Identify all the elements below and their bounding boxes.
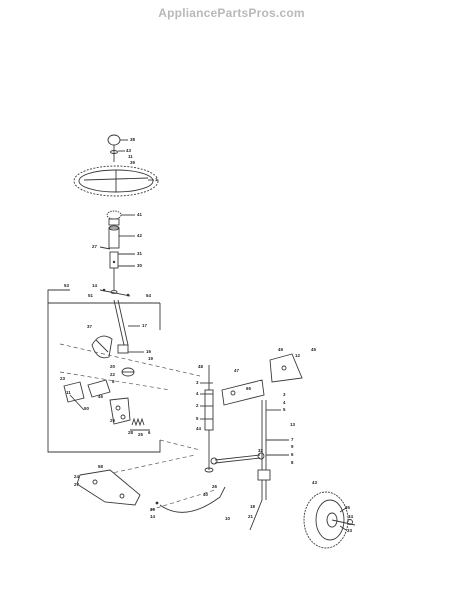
callout-2: 2: [196, 403, 199, 408]
callout-3: 3: [196, 380, 199, 385]
callout-28: 28: [128, 430, 133, 435]
callout-50: 50: [84, 406, 89, 411]
callout-7: 7: [291, 437, 294, 442]
callout-33: 33: [347, 528, 352, 533]
callout-44: 44: [196, 426, 201, 431]
steering-shaft-lower[interactable]: [113, 299, 129, 354]
callout-34: 34: [348, 514, 353, 519]
steering-cap[interactable]: [107, 134, 121, 162]
callout-43: 43: [126, 148, 131, 153]
callout-38: 38: [130, 137, 135, 142]
callout-18: 18: [250, 504, 255, 509]
callout-17: 17: [142, 323, 147, 328]
callout-leaders: [99, 139, 347, 531]
callout-8: 8: [291, 460, 294, 465]
callout-27: 27: [92, 244, 97, 249]
callout-14: 14: [150, 514, 155, 519]
spindle-left[interactable]: [204, 365, 214, 473]
callout-58: 58: [98, 464, 103, 469]
spindle-right[interactable]: [249, 400, 271, 531]
callout-31: 31: [137, 251, 142, 256]
callout-45: 45: [311, 347, 316, 352]
drag-link-bracket[interactable]: [76, 469, 141, 506]
callout-49: 49: [278, 347, 283, 352]
callout-9: 9: [291, 444, 294, 449]
steering-wheel[interactable]: [73, 165, 159, 197]
callout-4: 4: [196, 391, 199, 396]
axle-bracket-right[interactable]: [269, 353, 303, 383]
callout-27: 27: [74, 482, 79, 487]
callout-19: 19: [148, 356, 153, 361]
callout-26: 26: [212, 484, 217, 489]
tie-rod[interactable]: [210, 452, 265, 465]
callout-51: 51: [88, 293, 93, 298]
callout-labels: 38 43 11 39 1 41 42 27 31 30 14 51 54 53…: [60, 137, 353, 533]
sector-gear[interactable]: [91, 335, 113, 359]
steering-bushing[interactable]: [108, 225, 120, 249]
callout-39: 39: [150, 507, 155, 512]
callout-11: 11: [66, 390, 71, 395]
callout-40: 40: [203, 492, 208, 497]
callout-48: 48: [198, 364, 203, 369]
callout-12: 12: [295, 353, 300, 358]
callout-3: 3: [283, 392, 286, 397]
callout-24: 24: [74, 474, 79, 479]
callout-11: 11: [128, 154, 133, 159]
callout-37: 37: [87, 324, 92, 329]
leader-lines: [59, 343, 216, 511]
callout-8: 8: [112, 379, 115, 384]
callout-6: 6: [291, 452, 294, 457]
callout-22: 22: [110, 372, 115, 377]
callout-1: 1: [155, 177, 158, 182]
callout-4: 4: [283, 400, 286, 405]
callout-23: 23: [60, 376, 65, 381]
callout-29: 29: [110, 418, 115, 423]
callout-5: 5: [283, 407, 286, 412]
front-wheel[interactable]: [303, 491, 356, 549]
axle-support[interactable]: [221, 379, 265, 406]
shaft-washer[interactable]: [99, 288, 131, 297]
pinion-assembly[interactable]: [121, 367, 135, 377]
callout-14: 14: [92, 283, 97, 288]
watermark: AppliancePartsPros.com: [158, 6, 305, 20]
callout-41: 41: [137, 212, 142, 217]
mounting-bracket[interactable]: [87, 379, 131, 425]
callout-46: 46: [98, 394, 103, 399]
steering-shaft-upper[interactable]: [109, 251, 119, 290]
callout-21: 21: [248, 514, 253, 519]
callout-13: 13: [290, 422, 295, 427]
callout-6: 6: [148, 430, 151, 435]
callout-20: 20: [110, 364, 115, 369]
callout-65: 65: [246, 386, 251, 391]
callout-10: 10: [225, 516, 230, 521]
spring-washers[interactable]: [130, 417, 150, 431]
callout-54: 54: [146, 293, 151, 298]
steering-arm-left[interactable]: [63, 381, 85, 411]
detail-inset-box: [47, 289, 161, 453]
callout-53: 53: [64, 283, 69, 288]
callout-35: 35: [345, 505, 350, 510]
callout-25: 25: [138, 432, 143, 437]
steering-adapter[interactable]: [106, 210, 122, 226]
callout-39: 39: [130, 160, 135, 165]
callout-47: 47: [234, 368, 239, 373]
callout-16: 16: [146, 349, 151, 354]
callout-30: 30: [137, 263, 142, 268]
callout-42: 42: [137, 233, 142, 238]
callout-32: 32: [258, 448, 263, 453]
callout-5: 5: [196, 416, 199, 421]
callout-43: 43: [312, 480, 317, 485]
drag-link-rod[interactable]: [155, 486, 226, 513]
